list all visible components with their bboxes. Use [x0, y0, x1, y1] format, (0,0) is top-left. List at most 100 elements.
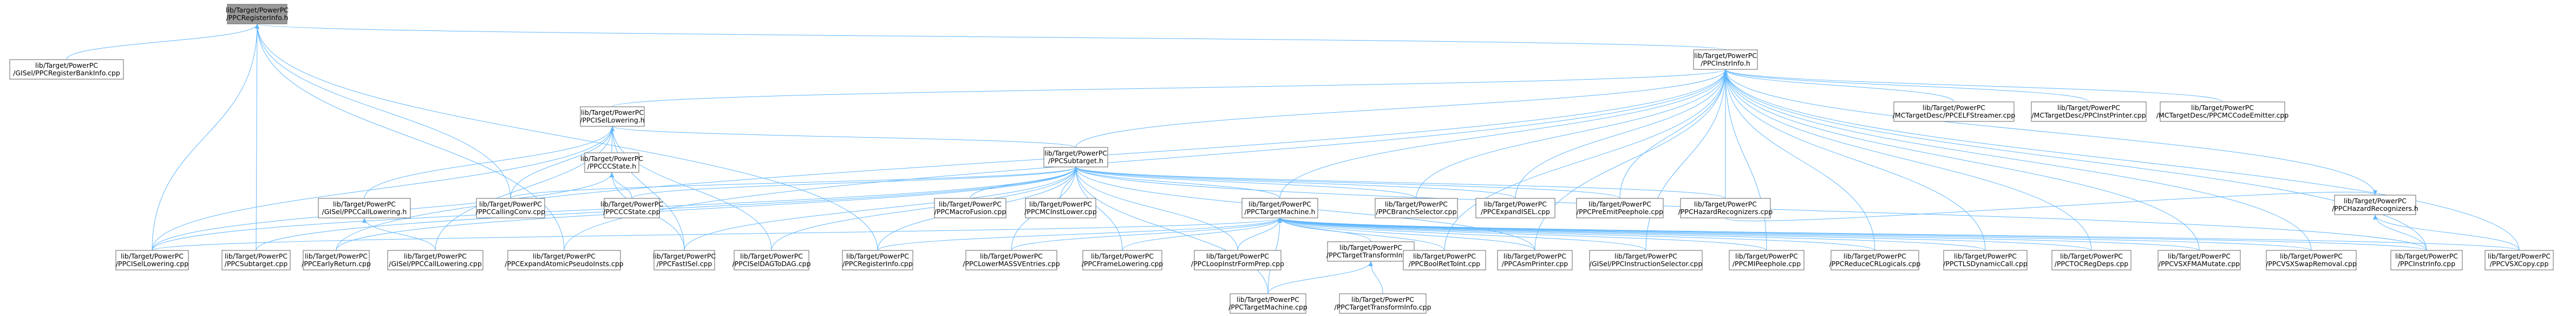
- dependency-edge-instrinfo_h-tlsdynamiccall: [1725, 69, 1986, 251]
- graph-node-hazardrec-cpp[interactable]: lib/Target/PowerPC/PPCHazardRecognizers.…: [1678, 198, 1773, 218]
- graph-node-vsxfmamutate[interactable]: lib/Target/PowerPC/PPCVSXFMAMutate.cpp: [2157, 250, 2241, 270]
- node-label-line: /PPCMCInstLower.cpp: [1024, 208, 1097, 216]
- graph-node-reginfo-cpp[interactable]: lib/Target/PowerPC/PPCRegisterInfo.cpp: [842, 250, 913, 270]
- graph-node-tocregdeps[interactable]: lib/Target/PowerPC/PPCTOCRegDeps.cpp: [2051, 250, 2132, 270]
- dependency-edge-targetmachine_h-instrinfo_cpp: [1279, 217, 2427, 251]
- graph-node-iseldagtodag[interactable]: lib/Target/PowerPC/PPCISelDAGToDAG.cpp: [732, 250, 811, 270]
- node-label-line: /PPCExpandISEL.cpp: [1481, 208, 1550, 216]
- graph-node-earlyreturn[interactable]: lib/Target/PowerPC/PPCEarlyReturn.cpp: [302, 250, 371, 270]
- graph-node-instprinter[interactable]: lib/Target/PowerPC/MCTargetDesc/PPCInstP…: [2031, 101, 2147, 122]
- graph-node-targettransform-h[interactable]: lib/Target/PowerPC/PPCTargetTransformInf…: [1326, 241, 1415, 262]
- graph-node-expandisel[interactable]: lib/Target/PowerPC/PPCExpandISEL.cpp: [1475, 198, 1555, 218]
- node-label-line: lib/Target/PowerPC: [1351, 295, 1414, 304]
- edge-arrowhead: [2373, 190, 2377, 195]
- node-box: [965, 250, 1057, 270]
- node-box: [221, 250, 291, 270]
- node-label-line: lib/Target/PowerPC: [1237, 295, 1299, 304]
- node-label-line: lib/Target/PowerPC: [533, 252, 596, 260]
- node-label-line: lib/Target/PowerPC: [1923, 104, 1985, 112]
- graph-node-gisel-regbank[interactable]: lib/Target/PowerPC/GISel/PPCRegisterBank…: [9, 59, 124, 80]
- node-label-line: lib/Target/PowerPC: [404, 252, 467, 260]
- node-label-line: /PPCLoopInstrFormPrep.cpp: [1191, 260, 1284, 268]
- node-label-line: lib/Target/PowerPC: [1339, 243, 1402, 251]
- graph-node-mcinstlower[interactable]: lib/Target/PowerPC/PPCMCInstLower.cpp: [1024, 198, 1097, 218]
- graph-node-boolrettoint[interactable]: lib/Target/PowerPC/PPCBoolRetToInt.cpp: [1403, 250, 1486, 270]
- node-label-line: /PPCSubtarget.cpp: [225, 260, 288, 268]
- graph-node-targetmachine-cpp[interactable]: lib/Target/PowerPC/PPCTargetMachine.cpp: [1228, 293, 1307, 314]
- node-label-line: /PPCHazardRecognizers.cpp: [1678, 208, 1773, 216]
- graph-nodes: lib/Target/PowerPC/PPCRegisterInfo.h lib/…: [9, 4, 2554, 314]
- graph-node-ccstate-cpp[interactable]: lib/Target/PowerPC/PPCCCState.cpp: [600, 198, 663, 218]
- dependency-edge-targettransform_h-targetmachine_cpp: [1267, 261, 1371, 294]
- dependency-edge-hazardrec_h-instrinfo_cpp: [2375, 214, 2427, 251]
- node-box: [2157, 250, 2241, 270]
- graph-node-expandatomic[interactable]: lib/Target/PowerPC/PPCExpandAtomicPseudo…: [505, 250, 624, 270]
- graph-node-isellowering-cpp[interactable]: lib/Target/PowerPC/PPCISelLowering.cpp: [115, 250, 189, 270]
- graph-node-branchselector[interactable]: lib/Target/PowerPC/PPCBranchSelector.cpp: [1375, 198, 1458, 218]
- graph-node-vsxswapremoval[interactable]: lib/Target/PowerPC/PPCVSXSwapRemoval.cpp: [2266, 250, 2357, 270]
- edge-arrowhead: [610, 126, 614, 131]
- node-label-line: lib/Target/PowerPC: [1413, 252, 1476, 260]
- node-box: [1830, 250, 1919, 270]
- node-label-line: lib/Target/PowerPC: [1503, 252, 1566, 260]
- graph-node-fastisel[interactable]: lib/Target/PowerPC/PPCFastISel.cpp: [653, 250, 716, 270]
- node-label-line: /PPCMIPeephole.cpp: [1732, 260, 1801, 268]
- graph-node-isellowering-h[interactable]: lib/Target/PowerPC/PPCISelLowering.h: [580, 106, 645, 127]
- node-label-line: /PPCCCState.h: [587, 162, 636, 170]
- graph-node-instrinfo-h[interactable]: lib/Target/PowerPC/PPCInstrInfo.h: [1693, 49, 1758, 70]
- graph-node-preemitpeephole[interactable]: lib/Target/PowerPC/PPCPreEmitPeephole.cp…: [1576, 198, 1664, 218]
- graph-node-subtarget-cpp[interactable]: lib/Target/PowerPC/PPCSubtarget.cpp: [221, 250, 291, 270]
- graph-node-lowermass[interactable]: lib/Target/PowerPC/PPCLowerMASSVEntries.…: [963, 250, 1060, 270]
- graph-node-vsxcopy[interactable]: lib/Target/PowerPC/PPCVSXCopy.cpp: [2485, 250, 2554, 270]
- node-label-line: /MCTargetDesc/PPCMCCodeEmitter.cpp: [2156, 111, 2289, 119]
- graph-node-hazardrec-h[interactable]: lib/Target/PowerPC/PPCHazardRecognizers.…: [2332, 195, 2418, 215]
- dependency-edge-targetmachine_h-gisel_instrsel: [1279, 217, 1646, 251]
- node-box: [2051, 250, 2132, 270]
- graph-node-targetmachine-h[interactable]: lib/Target/PowerPC/PPCTargetMachine.h: [1241, 198, 1318, 218]
- dependency-edge-instrinfo_h-boolrettoint: [1444, 69, 1726, 251]
- node-label-line: lib/Target/PowerPC: [1614, 252, 1677, 260]
- node-label-line: /PPCEarlyReturn.cpp: [302, 260, 371, 268]
- node-label-line: /PPCMacroFusion.cpp: [934, 208, 1006, 216]
- dependency-edge-instrinfo_h-instprinter: [1725, 69, 2089, 102]
- node-box: [580, 106, 645, 127]
- node-label-line: /PPCBoolRetToInt.cpp: [1409, 260, 1481, 268]
- dependency-edge-subtarget_h-iseldagtodag: [771, 166, 1076, 251]
- graph-node-ccstate-h[interactable]: lib/Target/PowerPC/PPCCCState.h: [580, 152, 643, 173]
- node-label-line: /PPCFastISel.cpp: [657, 260, 712, 268]
- graph-node-mccodeemitter[interactable]: lib/Target/PowerPC/MCTargetDesc/PPCMCCod…: [2156, 101, 2289, 122]
- graph-node-reginfo-h[interactable]: lib/Target/PowerPC/PPCRegisterInfo.h: [226, 4, 289, 24]
- dependency-edge-instrinfo_h-instrinfo_cpp: [1725, 69, 2427, 251]
- node-label-line: lib/Target/PowerPC: [2057, 104, 2120, 112]
- edge-arrowhead: [1074, 167, 1078, 172]
- node-box: [2390, 250, 2463, 270]
- node-box: [387, 250, 483, 270]
- graph-node-asmprinter[interactable]: lib/Target/PowerPC/PPCAsmPrinter.cpp: [1497, 250, 1573, 270]
- graph-node-reducecrlogicals[interactable]: lib/Target/PowerPC/PPCReduceCRLogicals.c…: [1829, 250, 1921, 270]
- dependency-edge-targetmachine_h-reducecrlogicals: [1279, 217, 1875, 251]
- node-label-line: lib/Target/PowerPC: [1248, 200, 1311, 208]
- graph-node-macrofusion[interactable]: lib/Target/PowerPC/PPCMacroFusion.cpp: [934, 198, 1006, 218]
- graph-node-targettransform-cpp[interactable]: lib/Target/PowerPC/PPCTargetTransformInf…: [1334, 293, 1431, 314]
- graph-node-gisel-calllowering-h[interactable]: lib/Target/PowerPC/GISel/PPCCallLowering…: [318, 198, 411, 218]
- graph-node-gisel-calllowering-cpp[interactable]: lib/Target/PowerPC/GISel/PPCCallLowering…: [387, 250, 483, 270]
- graph-node-instrinfo-cpp[interactable]: lib/Target/PowerPC/PPCInstrInfo.cpp: [2390, 250, 2463, 270]
- node-label-line: /PPCBranchSelector.cpp: [1376, 208, 1456, 216]
- graph-node-tlsdynamiccall[interactable]: lib/Target/PowerPC/PPCTLSDynamicCall.cpp: [1943, 250, 2028, 270]
- node-label-line: /PPCVSXCopy.cpp: [2490, 260, 2549, 268]
- graph-node-mipeephole[interactable]: lib/Target/PowerPC/PPCMIPeephole.cpp: [1729, 250, 1804, 270]
- node-box: [1241, 198, 1318, 218]
- node-label-line: lib/Target/PowerPC: [225, 252, 287, 260]
- graph-node-subtarget-h[interactable]: lib/Target/PowerPC/PPCSubtarget.h: [1043, 147, 1108, 167]
- node-box: [1680, 198, 1771, 218]
- graph-node-elfstreamer[interactable]: lib/Target/PowerPC/MCTargetDesc/PPCELFSt…: [1893, 101, 2016, 122]
- graph-node-loopinstrform[interactable]: lib/Target/PowerPC/PPCLoopInstrFormPrep.…: [1191, 250, 1284, 270]
- graph-node-callingconv[interactable]: lib/Target/PowerPC/PPCCallingConv.cpp: [476, 198, 545, 218]
- node-box: [303, 250, 370, 270]
- dependency-edge-reginfo_h-expandatomic: [257, 23, 565, 251]
- graph-node-framelowering[interactable]: lib/Target/PowerPC/PPCFrameLowering.cpp: [1082, 250, 1163, 270]
- graph-node-gisel-instrsel[interactable]: lib/Target/PowerPC/GISel/PPCInstructionS…: [1589, 250, 1703, 270]
- dependency-edge-targetmachine_h-lowermass: [1011, 217, 1280, 251]
- node-box: [934, 198, 1006, 218]
- node-box: [2266, 250, 2357, 270]
